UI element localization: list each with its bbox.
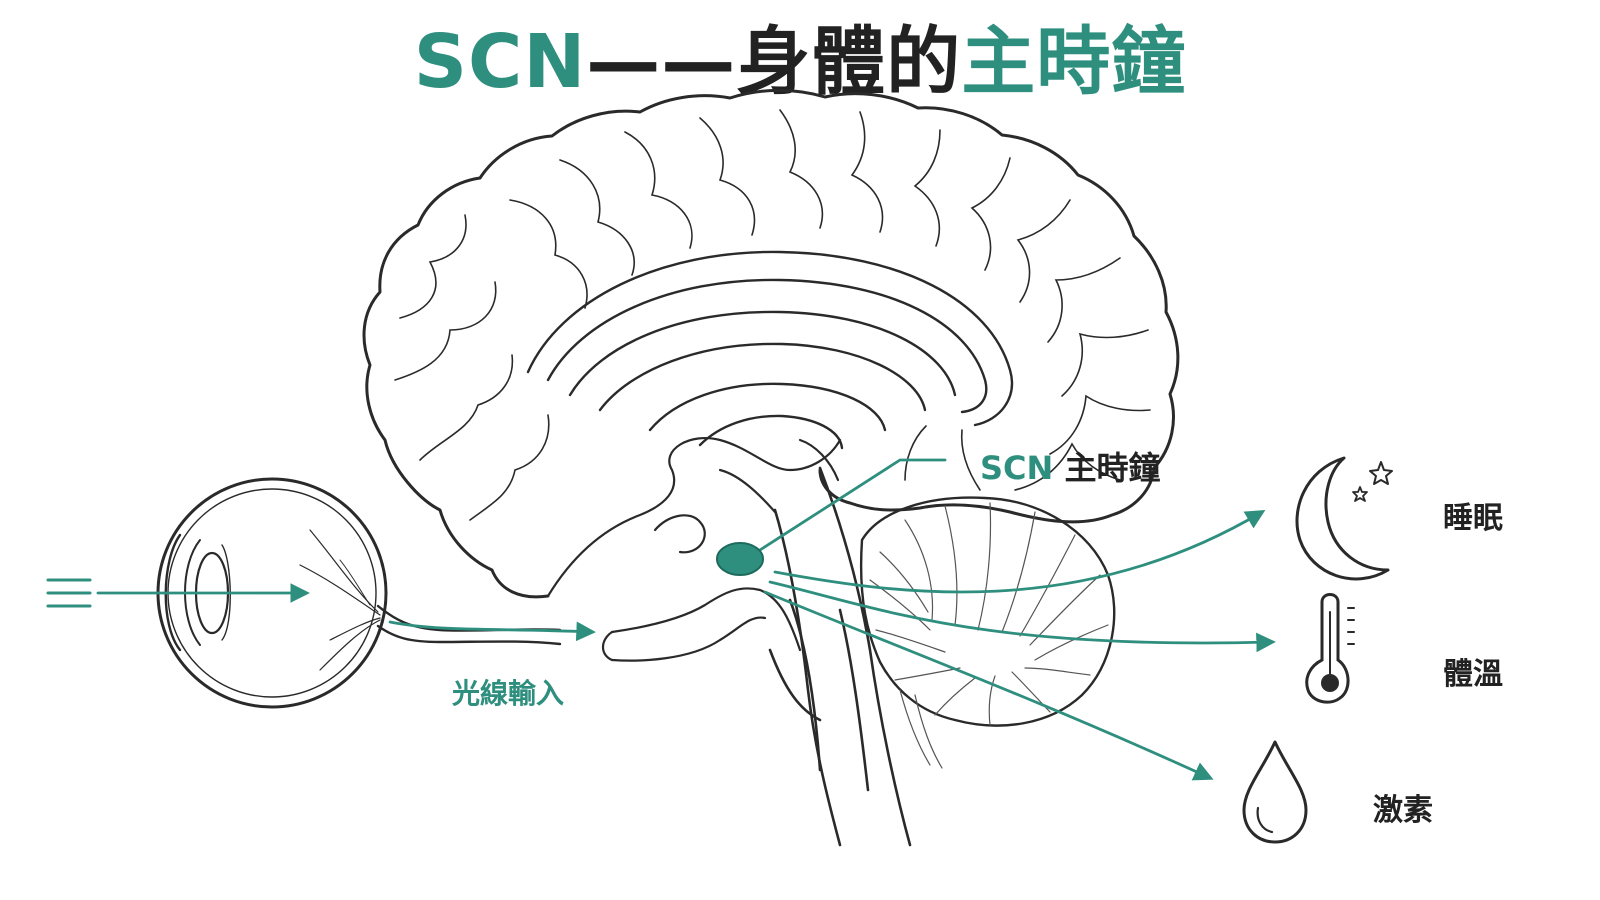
scn-label-prefix: SCN bbox=[980, 449, 1054, 487]
light-rays-icon bbox=[46, 578, 92, 608]
title-scn: SCN bbox=[413, 19, 587, 105]
cerebrum-outline bbox=[362, 88, 1180, 599]
sleep-label: 睡眠 bbox=[1443, 501, 1503, 536]
temperature-arrow bbox=[768, 580, 1276, 653]
cerebrum bbox=[362, 88, 1180, 599]
cerebellum bbox=[859, 496, 1116, 727]
sleep-arrow bbox=[773, 510, 1266, 594]
hormones-label: 激素 bbox=[1373, 793, 1433, 828]
light-input-label: 光線輸入 bbox=[452, 677, 565, 710]
diencephalon bbox=[546, 437, 842, 598]
droplet-icon bbox=[1242, 740, 1308, 844]
hormone-arrow bbox=[763, 590, 1214, 781]
cerebral-gyri bbox=[394, 109, 1151, 521]
cerebellum-folia bbox=[869, 502, 1109, 769]
thermometer-icon bbox=[1305, 593, 1355, 704]
scn-label-suffix: 主時鐘 bbox=[1053, 449, 1161, 487]
scn-label: SCN 主時鐘 bbox=[980, 452, 1160, 484]
signal-arrows bbox=[96, 458, 1276, 781]
page-title: SCN——身體的主時鐘 bbox=[0, 18, 1600, 107]
brainstem bbox=[768, 466, 912, 847]
optic-arrow bbox=[388, 620, 596, 642]
scn-nucleus bbox=[716, 542, 764, 576]
body-temperature-label: 體溫 bbox=[1443, 657, 1503, 692]
title-master-clock: 主時鐘 bbox=[961, 19, 1187, 105]
optic-chiasm bbox=[601, 587, 802, 662]
corpus-callosum bbox=[526, 250, 1014, 450]
moon-stars-icon bbox=[1295, 456, 1393, 581]
cerebellum-outline bbox=[859, 496, 1116, 727]
scn-label-leader bbox=[758, 458, 947, 552]
